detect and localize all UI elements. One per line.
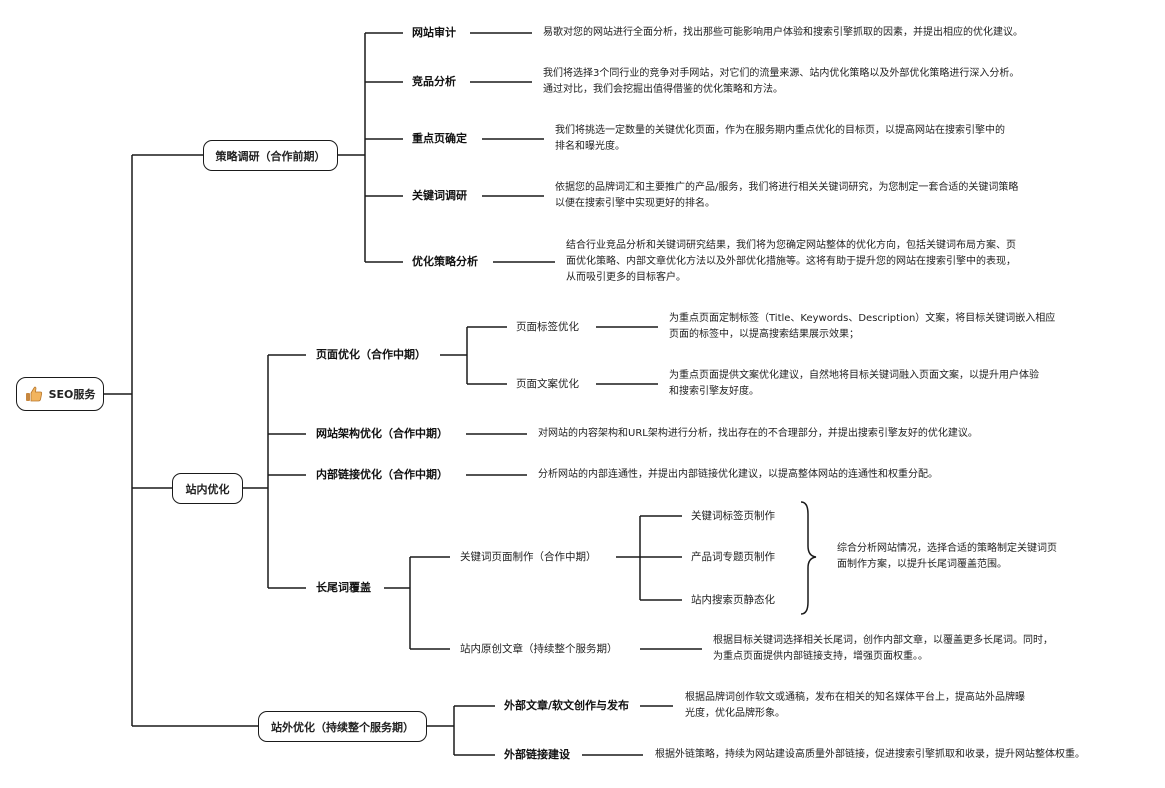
desc-strategy-analysis-line3: 从而吸引更多的目标客户。 [566,272,686,283]
node-site-search-static[interactable]: 站内搜索页静态化 [691,594,775,606]
desc-page-copy-line2: 和搜索引擎友好度。 [669,386,759,397]
node-external-links[interactable]: 外部链接建设 [504,748,570,761]
node-keyword-research[interactable]: 关键词调研 [412,189,467,202]
desc-page-copy-line1: 为重点页面提供文案优化建议，自然地将目标关键词融入页面文案，以提升用户体验 [669,370,1039,381]
desc-original-articles-line1: 根据目标关键词选择相关长尾词，创作内部文章，以覆盖更多长尾词。同时， [713,635,1053,646]
branch-onsite-optimization[interactable]: 站内优化 [172,473,243,504]
node-long-tail-coverage[interactable]: 长尾词覆盖 [316,581,371,594]
desc-competitor-analysis-line1: 我们将选择3个同行业的竞争对手网站，对它们的流量来源、站内优化策略以及外部优化策… [543,68,1020,79]
desc-internal-links: 分析网站的内部连通性，并提出内部链接优化建议，以提高整体网站的连通性和权重分配。 [538,469,938,480]
branch-strategy-research[interactable]: 策略调研（合作前期） [203,140,338,171]
node-internal-links[interactable]: 内部链接优化（合作中期） [316,468,448,481]
desc-keyword-page-line2: 面制作方案，以提升长尾词覆盖范围。 [837,559,1007,570]
desc-keyword-page-line1: 综合分析网站情况，选择合适的策略制定关键词页 [837,543,1057,554]
root-node[interactable]: SEO服务 [16,377,104,411]
branch-offsite-optimization[interactable]: 站外优化（持续整个服务期） [258,711,427,742]
desc-external-links: 根据外链策略，持续为网站建设高质量外部链接，促进搜索引擎抓取和收录，提升网站整体… [655,749,1085,760]
node-key-page[interactable]: 重点页确定 [412,132,467,145]
desc-key-page-line2: 排名和曝光度。 [555,141,625,152]
node-site-architecture[interactable]: 网站架构优化（合作中期） [316,427,448,440]
desc-page-tag-line2: 页面的标签中，以提高搜索结果展示效果； [669,329,859,340]
node-original-articles[interactable]: 站内原创文章（持续整个服务期） [460,643,618,655]
node-page-copy-optimization[interactable]: 页面文案优化 [516,378,579,390]
desc-keyword-research-line1: 依据您的品牌词汇和主要推广的产品/服务，我们将进行相关关键词研究，为您制定一套合… [555,182,1019,193]
node-keyword-tag-page[interactable]: 关键词标签页制作 [691,510,775,522]
desc-original-articles-line2: 为重点页面提供内部链接支持，增强页面权重。。 [713,651,928,662]
node-competitor-analysis[interactable]: 竞品分析 [412,75,456,88]
desc-page-tag-line1: 为重点页面定制标签（Title、Keywords、Description）文案，… [669,313,1056,324]
root-label: SEO服务 [48,388,96,401]
desc-external-articles-line1: 根据品牌词创作软文或通稿，发布在相关的知名媒体平台上，提高站外品牌曝 [685,692,1025,703]
thumbs-up-icon [25,386,43,402]
desc-key-page-line1: 我们将挑选一定数量的关键优化页面，作为在服务期内重点优化的目标页，以提高网站在搜… [555,125,1005,136]
branch-label: 站外优化（持续整个服务期） [271,720,414,734]
node-site-audit[interactable]: 网站审计 [412,26,456,39]
desc-competitor-analysis-line2: 通过对比，我们会挖掘出值得借鉴的优化策略和方法。 [543,84,783,95]
node-strategy-analysis[interactable]: 优化策略分析 [412,255,478,268]
desc-site-architecture: 对网站的内容架构和URL架构进行分析，找出存在的不合理部分，并提出搜索引擎友好的… [538,428,978,439]
node-external-articles[interactable]: 外部文章/软文创作与发布 [504,699,630,712]
desc-strategy-analysis-line1: 结合行业竞品分析和关键词研究结果，我们将为您确定网站整体的优化方向，包括关键词布… [566,240,1016,251]
node-keyword-page-creation[interactable]: 关键词页面制作（合作中期） [460,551,597,563]
desc-site-audit: 易歌对您的网站进行全面分析，找出那些可能影响用户体验和搜索引擎抓取的因素，并提出… [543,27,1023,38]
node-product-topic-page[interactable]: 产品词专题页制作 [691,551,775,563]
desc-keyword-research-line2: 以便在搜索引擎中实现更好的排名。 [555,198,715,209]
branch-label: 站内优化 [185,482,230,496]
desc-external-articles-line2: 光度，优化品牌形象。 [685,708,785,719]
node-page-optimization[interactable]: 页面优化（合作中期） [316,348,426,361]
desc-strategy-analysis-line2: 面优化策略、内部文章优化方法以及外部优化措施等。这将有助于提升您的网站在搜索引擎… [566,256,1016,267]
branch-label: 策略调研（合作前期） [215,149,326,163]
node-page-tag-optimization[interactable]: 页面标签优化 [516,321,579,333]
